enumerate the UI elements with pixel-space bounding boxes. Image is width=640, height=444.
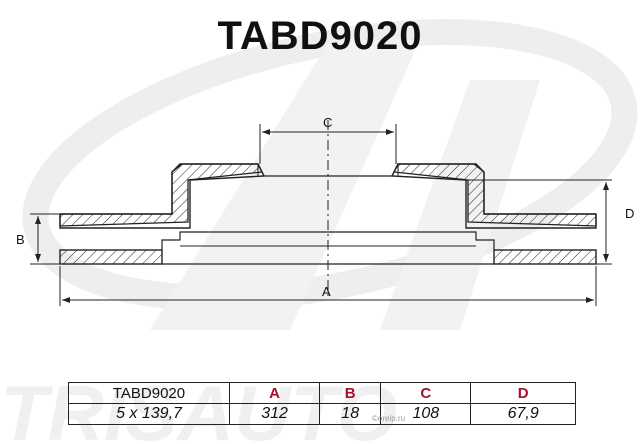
- spec-value-a: 312: [228, 403, 321, 425]
- dimension-a-label: A: [322, 284, 331, 299]
- page-title: TABD9020: [217, 14, 423, 58]
- disc-lower-ring-right: [493, 249, 597, 265]
- spec-header-d: D: [470, 382, 576, 404]
- spec-header-a: A: [228, 382, 321, 404]
- spec-value-c: 108: [380, 403, 472, 425]
- disc-upper-section-right: [393, 163, 597, 227]
- spec-value-d: 67,9: [470, 403, 576, 425]
- spec-value-b: 18: [319, 403, 382, 425]
- spec-value-row: 5 x 139,7 312 18 108 67,9: [68, 403, 576, 425]
- spec-value-bolt-pattern: 5 x 139,7: [68, 403, 230, 425]
- spec-header-c: C: [380, 382, 472, 404]
- watermark-small-text: ©oreip.ru: [372, 414, 406, 423]
- spec-header-row: TABD9020 A B C D: [68, 382, 576, 404]
- disc-lower-ring-left: [59, 249, 163, 265]
- dimension-b-label: B: [16, 232, 25, 247]
- disc-upper-section: [59, 163, 263, 227]
- spec-header-part: TABD9020: [68, 382, 230, 404]
- spec-header-b: B: [319, 382, 382, 404]
- dimension-c-label: C: [323, 115, 332, 130]
- dimension-d-label: D: [625, 206, 634, 221]
- spec-table: TABD9020 A B C D 5 x 139,7 312 18 108 67…: [68, 382, 576, 425]
